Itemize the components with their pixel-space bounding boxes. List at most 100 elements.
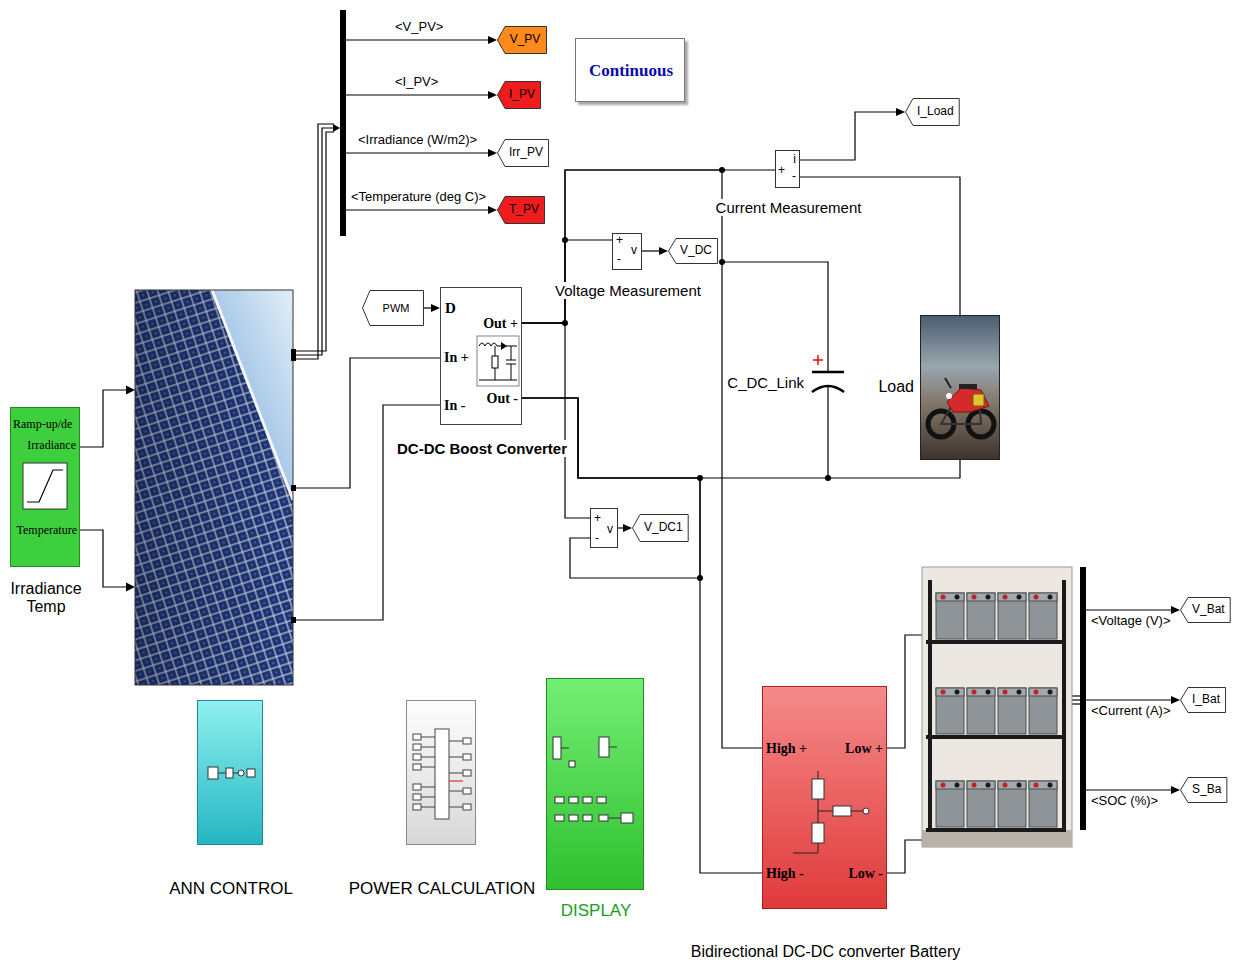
- boost-icon: [477, 336, 519, 386]
- connector-line: [642, 250, 659, 251]
- battery-bank-illustration-part: [998, 688, 1026, 734]
- signal-wires-part: [827, 386, 828, 478]
- power-icon-part: [421, 747, 435, 748]
- battery-bank-illustration-part: [1062, 580, 1066, 830]
- battery-bank-illustration-part: [936, 781, 964, 827]
- display-icon-part: [569, 797, 578, 803]
- power-wire: [522, 398, 960, 478]
- boost-icon-part: [479, 343, 517, 346]
- port-label: v: [631, 244, 637, 258]
- goto-tag: V_DC1: [632, 514, 689, 542]
- signal-label: <I_PV>: [393, 75, 440, 90]
- connector-line: [522, 170, 762, 748]
- tag-name: T_PV: [509, 203, 539, 217]
- signal-arrow: [618, 524, 632, 532]
- tag-name: I_PV: [509, 88, 535, 102]
- tag-name: V_Bat: [1192, 603, 1225, 617]
- port-label: +: [594, 512, 601, 526]
- block-artwork: [198, 701, 264, 846]
- battery-bank-illustration-part: [967, 593, 995, 639]
- powergui-block: Continuous: [575, 38, 685, 102]
- tag-outline-part: [669, 239, 718, 264]
- connector-line: [522, 398, 960, 478]
- signal-wires-part: [887, 635, 922, 748]
- power-icon-part: [413, 784, 421, 790]
- bidirectional-converter-block: High +High -Low +Low -Bidirectional DC-D…: [762, 686, 887, 909]
- block-artwork: [921, 316, 1001, 461]
- arrowheads-part: [488, 206, 497, 214]
- block-name: Bidirectional DC-DC converter Battery: [689, 943, 962, 961]
- bike-icon-part: [946, 393, 952, 399]
- power-icon-part: [413, 744, 421, 750]
- bidir-icon-part: [793, 853, 818, 854]
- ann-icon-part: [247, 769, 255, 777]
- block-name: Irradiance Temp: [2, 580, 90, 617]
- pv-array-illustration-part: [212, 290, 293, 500]
- power-icon: [413, 729, 471, 819]
- battery-bank-illustration-part: [926, 828, 1066, 832]
- port-label: -: [792, 170, 796, 184]
- power-wire: [522, 398, 700, 578]
- signal-wires-part: [293, 132, 334, 351]
- power-icon-part: [463, 738, 471, 744]
- battery-bank-illustration-part: [967, 688, 995, 734]
- power-icon-part: [413, 804, 421, 810]
- battery-bank-illustration-part: [998, 781, 1026, 827]
- connector-line: [522, 170, 775, 323]
- subsystem-name: DISPLAY: [559, 901, 634, 921]
- port-label: Low -: [848, 866, 883, 882]
- battery-bank-illustration: [922, 567, 1072, 847]
- subsystem-name: POWER CALCULATION: [347, 879, 538, 899]
- signal-wires-part: [293, 405, 440, 620]
- port-label: In -: [444, 398, 465, 414]
- power-icon-part: [449, 807, 463, 808]
- port-label: High +: [766, 741, 807, 757]
- port-label: -: [617, 253, 621, 267]
- block-artwork: [407, 701, 477, 846]
- battery-bank-illustration-part: [928, 580, 932, 830]
- tag-outline-part: [633, 515, 689, 542]
- battery-bank-illustration-part: [967, 781, 995, 827]
- power-icon-part: [449, 773, 463, 774]
- signal-wires-part: [722, 262, 828, 372]
- signal-label: <Current (A)>: [1089, 704, 1172, 719]
- port-label: In +: [444, 350, 469, 366]
- component-label: C_DC_Link: [725, 374, 806, 391]
- signal-arrow: [424, 304, 440, 312]
- arrowhead: [623, 524, 632, 532]
- block-artwork: [547, 679, 645, 891]
- power-wire: [522, 170, 762, 748]
- arrowheads-part: [1171, 696, 1180, 704]
- tag-name: PWM: [383, 302, 410, 315]
- connector-line: [424, 307, 431, 308]
- bike-icon: [928, 378, 994, 437]
- power-icon-part: [463, 804, 471, 810]
- arrowhead: [659, 247, 668, 255]
- display-icon-part: [583, 797, 592, 803]
- tag-name: I_Load: [917, 105, 954, 119]
- battery-bank-illustration-part: [1029, 688, 1057, 734]
- bidir-icon-part: [818, 811, 833, 812]
- subsystem-block: DISPLAY: [546, 678, 644, 890]
- goto-tag: I_PV: [497, 81, 541, 109]
- current-sensor: +i-Current Measurement: [775, 150, 800, 188]
- boost-icon-part: [477, 336, 519, 386]
- subsystem-block: POWER CALCULATION: [406, 700, 476, 845]
- from-tag: PWM: [362, 290, 424, 326]
- arrowheads-part: [1171, 786, 1180, 794]
- signal-wires-part: [80, 530, 126, 587]
- power-icon-part: [421, 807, 435, 808]
- bidir-icon-part: [851, 811, 863, 812]
- power-wire: [800, 177, 960, 315]
- ann-icon-part: [208, 767, 218, 779]
- display-icon-part: [555, 797, 564, 803]
- ramp-icon: [23, 463, 67, 509]
- display-icon-part: [583, 815, 592, 821]
- power-wire: [522, 323, 590, 518]
- goto-tag: V_Bat: [1180, 597, 1231, 623]
- port-label: Low +: [845, 741, 883, 757]
- ramp-icon-part: [23, 463, 67, 509]
- power-icon-part: [421, 737, 435, 738]
- bidir-icon-part: [863, 808, 869, 814]
- boost-icon-part: [479, 380, 517, 381]
